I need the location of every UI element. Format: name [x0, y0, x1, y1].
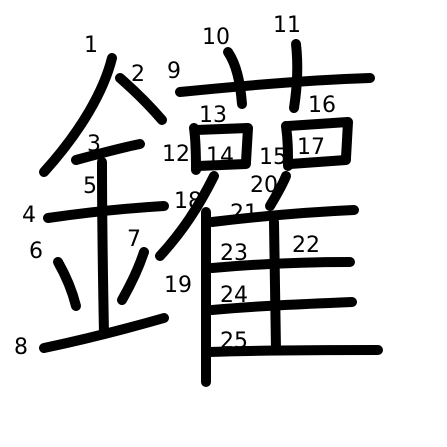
stroke-number-12: 12 [162, 142, 190, 167]
stroke-number-8: 8 [14, 335, 28, 360]
stroke-4 [43, 201, 169, 223]
stroke-1 [39, 53, 117, 177]
stroke-23 [207, 257, 355, 273]
stroke-22 [269, 217, 281, 355]
stroke-number-19: 19 [164, 273, 192, 298]
stroke-number-11: 11 [273, 13, 301, 38]
stroke-number-17: 17 [297, 135, 325, 160]
stroke-7 [117, 247, 149, 305]
stroke-number-22: 22 [292, 233, 320, 258]
stroke-number-15: 15 [259, 145, 287, 170]
stroke-number-3: 3 [87, 132, 101, 157]
stroke-number-4: 4 [22, 203, 36, 228]
stroke-number-18: 18 [174, 189, 202, 214]
stroke-number-20: 20 [250, 173, 278, 198]
stroke-number-21: 21 [230, 201, 258, 226]
stroke-2 [115, 73, 167, 125]
stroke-number-25: 25 [220, 329, 248, 354]
stroke-number-2: 2 [131, 62, 145, 87]
stroke-number-1: 1 [84, 33, 98, 58]
stroke-number-10: 10 [202, 25, 230, 50]
stroke-8 [39, 313, 169, 353]
stroke-21 [207, 205, 359, 227]
stroke-number-7: 7 [127, 227, 141, 252]
stroke-number-16: 16 [308, 93, 336, 118]
stroke-24 [207, 297, 357, 315]
stroke-13 [191, 123, 253, 167]
stroke-18 [155, 171, 219, 261]
stroke-number-5: 5 [83, 174, 97, 199]
stroke-number-14: 14 [206, 144, 234, 169]
stroke-20 [265, 171, 291, 211]
stroke-6 [53, 257, 81, 311]
stroke-number-9: 9 [167, 59, 181, 84]
stroke-25 [203, 345, 383, 357]
stroke-number-13: 13 [199, 103, 227, 128]
stroke-3 [71, 139, 145, 165]
stroke-9 [175, 73, 375, 97]
stroke-10 [223, 47, 247, 109]
stroke-number-6: 6 [29, 239, 43, 264]
stroke-16 [283, 117, 353, 163]
stroke-number-23: 23 [220, 241, 248, 266]
stroke-number-24: 24 [220, 283, 248, 308]
stroke-5 [97, 157, 109, 339]
stroke-17 [285, 155, 351, 169]
stroke-11 [289, 39, 303, 113]
stroke-14 [193, 159, 251, 171]
